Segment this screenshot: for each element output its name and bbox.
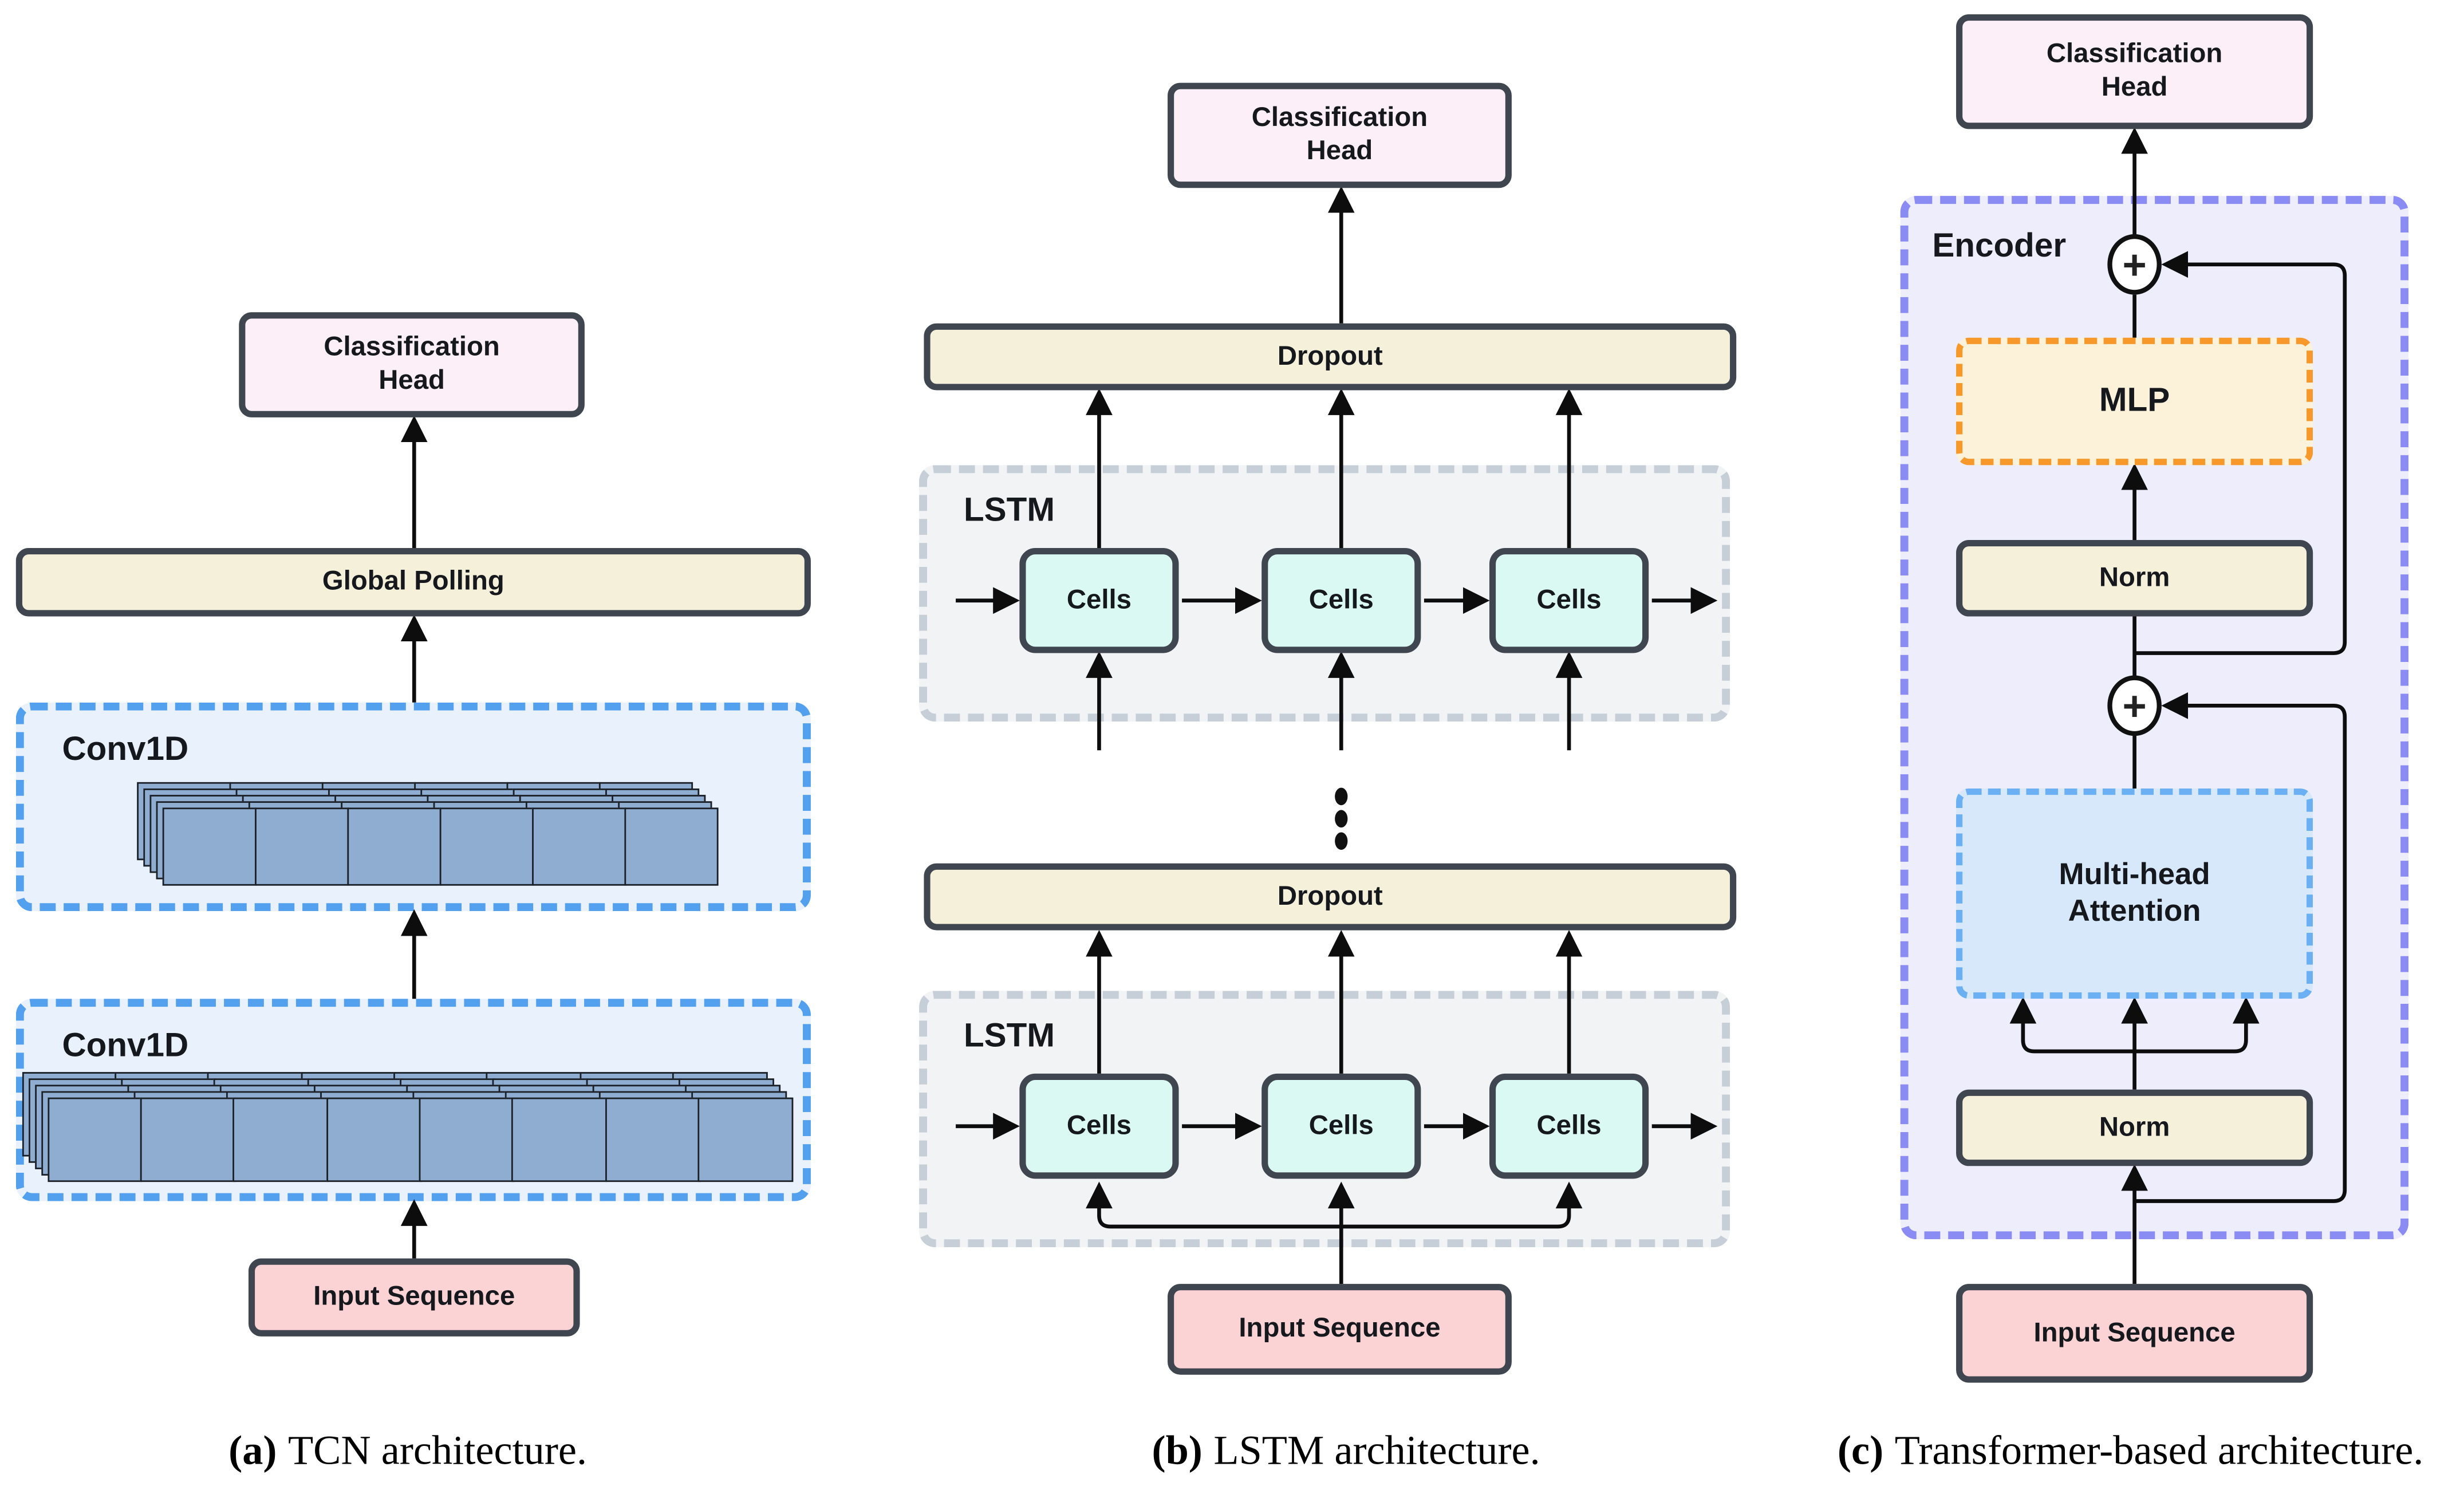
- caption-b: (b)LSTM architecture.: [1152, 1427, 1540, 1474]
- encoder-label: Encoder: [1932, 227, 2067, 265]
- lstm-cell: Cells: [1019, 547, 1179, 653]
- conv1d-top-label: Conv1D: [62, 731, 189, 768]
- feature-map-cell: [605, 1097, 700, 1182]
- add-icon: +: [2107, 234, 2162, 295]
- global-pooling-box: Global Polling: [15, 547, 811, 617]
- feature-map-cell: [697, 1097, 794, 1182]
- arrow-query-into-attention: [2009, 996, 2135, 1054]
- feature-map-stack-bottom: [21, 1072, 794, 1182]
- feature-map-cell: [326, 1097, 421, 1182]
- feature-map-cell: [419, 1097, 515, 1182]
- vertical-ellipsis-icon: [1335, 787, 1348, 850]
- conv1d-bottom-label: Conv1D: [62, 1027, 189, 1065]
- branch-input-to-cell6: [1341, 1181, 1583, 1229]
- arrow-key-into-attention: [2134, 996, 2260, 1054]
- feature-map-cell: [512, 1097, 608, 1182]
- input-sequence-box-b: Input Sequence: [1168, 1284, 1512, 1375]
- feature-map-cell: [232, 1097, 329, 1182]
- input-sequence-box-c: Input Sequence: [1956, 1284, 2313, 1383]
- feature-map-cell: [439, 807, 534, 886]
- feature-map-row-front: [161, 807, 719, 886]
- residual-connection-lower: [2134, 692, 2347, 1203]
- residual-connection-upper: [2134, 251, 2347, 655]
- dropout-box-top: Dropout: [924, 323, 1737, 391]
- lstm-bottom-label: LSTM: [963, 1018, 1055, 1055]
- lstm-cell: Cells: [1489, 1073, 1649, 1179]
- lstm-cell: Cells: [1489, 547, 1649, 653]
- norm-box-bottom: Norm: [1956, 1089, 2313, 1166]
- lstm-cell: Cells: [1261, 1073, 1421, 1179]
- caption-a: (a)TCN architecture.: [228, 1427, 588, 1474]
- classification-head-box-b: Classification Head: [1168, 82, 1512, 188]
- feature-map-stack-top: [136, 782, 719, 886]
- feature-map-cell: [140, 1097, 236, 1182]
- lstm-cell: Cells: [1261, 547, 1421, 653]
- multi-head-attention-box: Multi-head Attention: [1956, 788, 2313, 999]
- caption-c: (c)Transformer-based architecture.: [1837, 1427, 2424, 1474]
- classification-head-box-c: Classification Head: [1956, 14, 2313, 129]
- feature-map-cell: [254, 807, 349, 886]
- input-sequence-box-a: Input Sequence: [248, 1258, 580, 1337]
- feature-map-cell: [624, 807, 719, 886]
- mlp-box: MLP: [1956, 337, 2313, 466]
- feature-map-cell: [346, 807, 441, 886]
- lstm-cell: Cells: [1019, 1073, 1179, 1179]
- norm-box-top: Norm: [1956, 540, 2313, 617]
- feature-map-cell: [531, 807, 626, 886]
- feature-map-row-front: [47, 1097, 794, 1182]
- classification-head-box-a: Classification Head: [239, 312, 585, 417]
- branch-input-to-cell4: [1086, 1181, 1342, 1229]
- feature-map-cell: [161, 807, 257, 886]
- feature-map-cell: [47, 1097, 143, 1182]
- add-icon: +: [2107, 675, 2162, 736]
- dropout-box-bottom: Dropout: [924, 863, 1737, 931]
- lstm-top-label: LSTM: [963, 492, 1055, 529]
